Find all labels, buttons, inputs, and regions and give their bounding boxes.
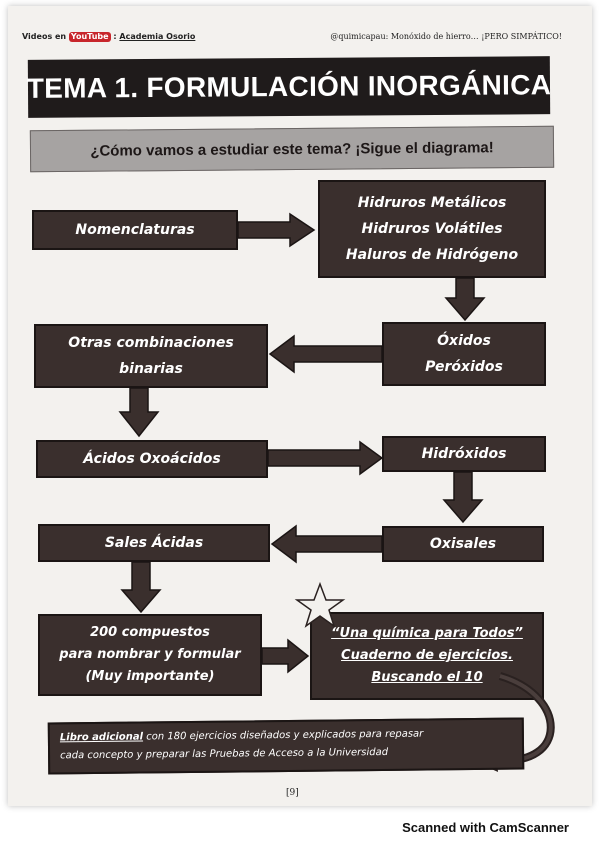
box-oxidos: Óxidos Peróxidos — [382, 322, 546, 386]
box-200-compuestos: 200 compuestos para nombrar y formular (… — [38, 614, 262, 696]
arrow-down-icon — [442, 471, 484, 524]
arrow-down-icon — [444, 277, 486, 322]
youtube-logo: YouTube — [68, 32, 111, 42]
box-line: Óxidos — [437, 333, 491, 349]
box-line: Buscando el 10 — [371, 670, 483, 685]
box-sales-acidas: Sales Ácidas — [38, 524, 270, 562]
box-oxisales-text: Oxisales — [430, 531, 496, 557]
box-line: Hidróxidos — [421, 446, 507, 462]
header-separator: : — [113, 32, 117, 41]
arrow-right-icon — [237, 212, 316, 248]
academia-osorio-link[interactable]: Academia Osorio — [119, 32, 196, 41]
box-oxisales: Oxisales — [382, 526, 544, 562]
box-hidroxidos: Hidróxidos — [382, 436, 546, 472]
arrow-left-icon — [270, 524, 383, 564]
box-nomenclaturas: Nomenclaturas — [32, 210, 238, 250]
star-icon — [294, 581, 346, 628]
note-text-2: cada concepto y preparar las Pruebas de … — [60, 746, 389, 762]
header-prefix: Videos en — [22, 32, 67, 41]
box-nomenclaturas-text: Nomenclaturas — [75, 217, 194, 243]
box-compuestos-text: 200 compuestos para nombrar y formular (… — [59, 622, 240, 688]
box-otras-combinaciones: Otras combinaciones binarias — [34, 324, 268, 388]
box-hidroxidos-text: Hidróxidos — [422, 441, 507, 467]
box-sales-text: Sales Ácidas — [105, 530, 203, 556]
box-line: Haluros de Hidrógeno — [345, 247, 519, 263]
box-acidos-text: Ácidos Oxoácidos — [83, 446, 220, 472]
box-cuaderno: “Una química para Todos” Cuaderno de eje… — [310, 612, 544, 700]
box-line: (Muy importante) — [85, 669, 215, 684]
box-line: binarias — [119, 361, 183, 377]
box-otras-text: Otras combinaciones binarias — [68, 330, 233, 382]
box-line: Oxisales — [429, 536, 497, 552]
box-line: 200 compuestos — [90, 625, 210, 640]
box-cuaderno-text: “Una química para Todos” Cuaderno de eje… — [331, 623, 523, 689]
box-hidruros: Hidruros Metálicos Hidruros Volátiles Ha… — [318, 180, 546, 278]
box-line: Otras combinaciones — [68, 335, 234, 351]
box-line: para nombrar y formular — [59, 647, 241, 662]
arrow-right-icon — [267, 440, 384, 476]
arrow-right-icon — [261, 638, 310, 674]
arrow-down-icon — [118, 387, 160, 438]
box-line: Nomenclaturas — [75, 222, 195, 238]
page-number: [9] — [286, 788, 299, 798]
box-line: Hidruros Volátiles — [361, 221, 503, 237]
box-oxidos-text: Óxidos Peróxidos — [425, 328, 503, 380]
libro-adicional-label: Libro adicional — [59, 731, 144, 744]
box-acidos-oxoacidos: Ácidos Oxoácidos — [36, 440, 268, 478]
document-page: Videos en YouTube : Academia Osorio @qui… — [8, 6, 592, 806]
arrow-down-icon — [120, 561, 162, 614]
libro-adicional-note: Libro adicional con 180 ejercicios diseñ… — [47, 717, 525, 775]
box-line: Cuaderno de ejercicios. — [341, 648, 513, 663]
box-line: Ácidos Oxoácidos — [83, 451, 221, 467]
arrow-left-icon — [268, 334, 383, 374]
header-youtube: Videos en YouTube : Academia Osorio — [22, 32, 195, 42]
box-line: Sales Ácidas — [104, 535, 204, 551]
flow-arrows — [118, 212, 555, 772]
camscanner-watermark: Scanned with CamScanner — [402, 820, 569, 835]
box-line: “Una química para Todos” — [331, 626, 523, 641]
note-text-1: con 180 ejercicios diseñados y explicado… — [142, 728, 424, 743]
box-line: Hidruros Metálicos — [357, 195, 507, 211]
box-hidruros-text: Hidruros Metálicos Hidruros Volátiles Ha… — [346, 190, 518, 268]
header-quimicapau: @quimicapau: Monóxido de hierro… ¡PERO S… — [330, 32, 562, 41]
box-line: Peróxidos — [425, 359, 503, 375]
